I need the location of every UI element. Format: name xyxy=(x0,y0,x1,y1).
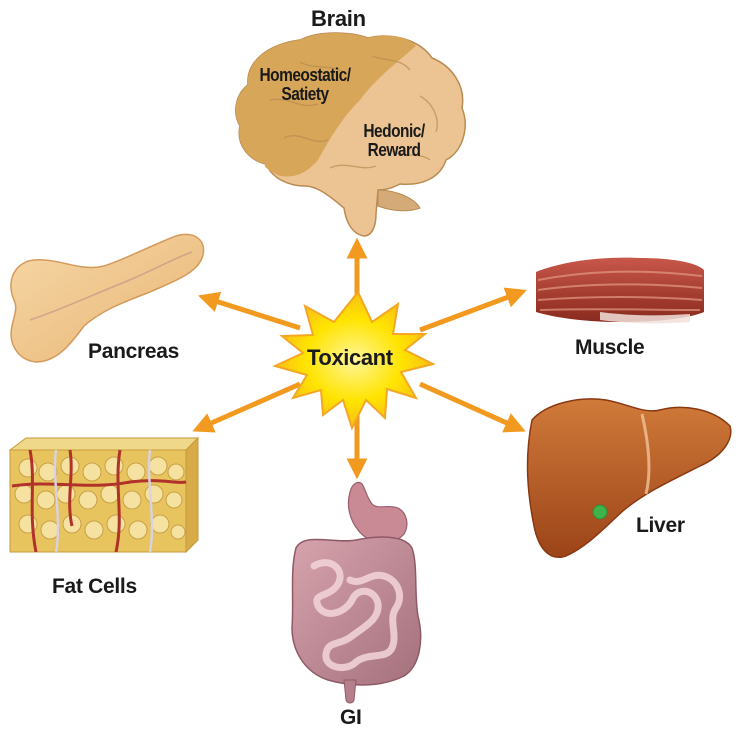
stomach-shape xyxy=(348,482,406,542)
arrow-to-pancreas xyxy=(206,298,300,328)
fat-cells-illustration xyxy=(10,438,198,552)
liver-illustration xyxy=(528,399,731,557)
liver-shape xyxy=(528,399,731,557)
brain-region-hedonic-label: Hedonic/ Reward xyxy=(354,122,433,160)
arrow-to-fat xyxy=(200,384,300,428)
rectum xyxy=(344,680,356,703)
brain-cerebellum xyxy=(378,190,420,211)
muscle-shape xyxy=(536,258,704,322)
fat-cells-label: Fat Cells xyxy=(52,575,137,599)
gallbladder xyxy=(593,505,607,519)
toxicant-label: Toxicant xyxy=(307,345,393,371)
muscle-illustration xyxy=(536,258,704,324)
brain-label: Brain xyxy=(311,6,366,32)
gi-label: GI xyxy=(340,706,362,730)
brain-region-homeostatic-text: Homeostatic/ Satiety xyxy=(258,66,353,104)
muscle-label: Muscle xyxy=(575,336,644,360)
brain-region-homeostatic-label: Homeostatic/ Satiety xyxy=(258,66,353,104)
arrow-to-muscle xyxy=(420,293,519,330)
liver-label: Liver xyxy=(636,514,685,538)
arrow-to-liver xyxy=(420,384,518,428)
pancreas-label: Pancreas xyxy=(88,340,179,364)
fat-block-top xyxy=(10,438,198,450)
brain-region-hedonic-text: Hedonic/ Reward xyxy=(354,122,433,160)
gi-illustration xyxy=(292,482,421,703)
fat-block-side xyxy=(186,438,198,552)
